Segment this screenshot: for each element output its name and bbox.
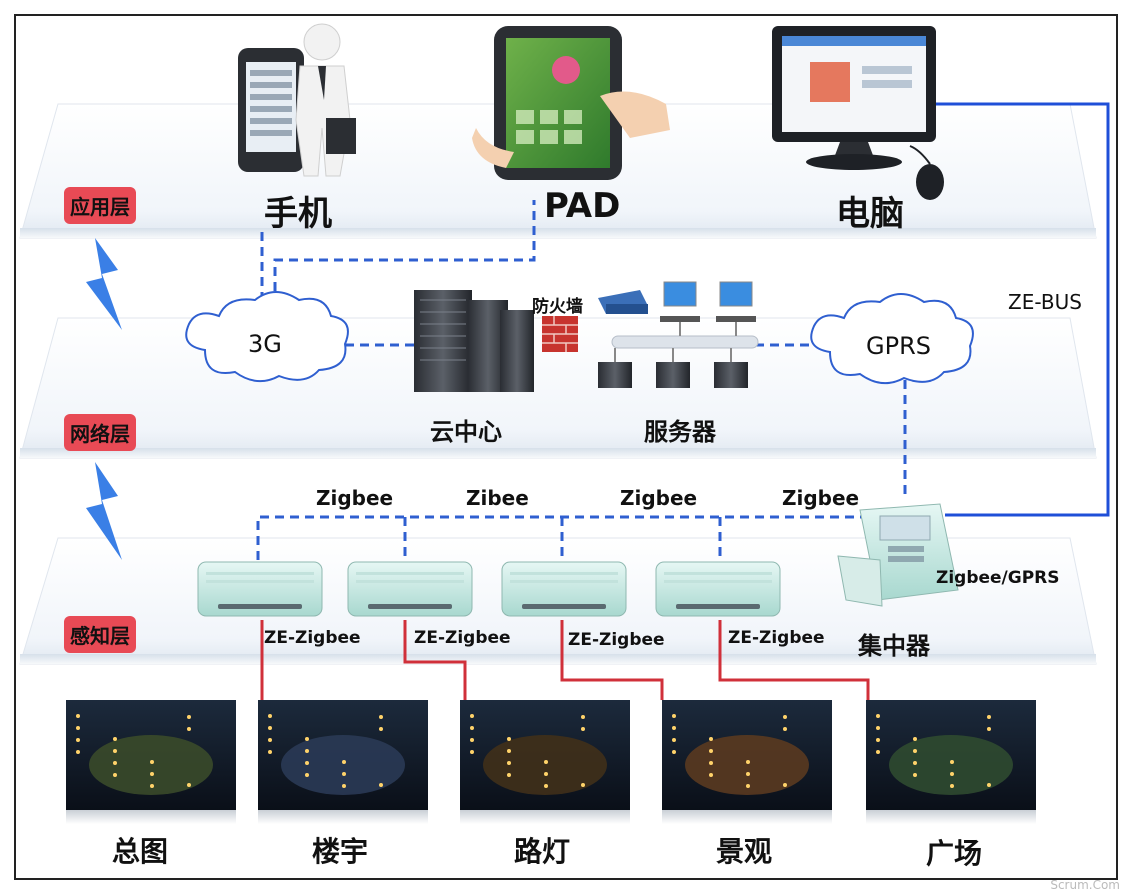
- watermark: Scrum.Com: [1050, 878, 1120, 892]
- concentrator-protocol-label: Zigbee/GPRS: [936, 568, 1060, 588]
- zigbee-link-label: Zigbee: [620, 486, 698, 510]
- diagram-frame: [14, 14, 1118, 880]
- node-label: ZE-Zigbee: [568, 630, 665, 650]
- scene-photo: [66, 700, 236, 824]
- phone-device: [238, 48, 304, 172]
- scene-label: 广场: [926, 837, 983, 870]
- scene-photo: [866, 700, 1036, 824]
- zigbee-node-device: [655, 561, 781, 617]
- cloud-3g-label: 3G: [248, 330, 282, 358]
- businessman-figure-icon: [295, 23, 356, 177]
- node-label: ZE-Zigbee: [264, 628, 361, 648]
- layer-badge-application: 应用层: [64, 187, 136, 224]
- scene-photo: [460, 700, 630, 824]
- concentrator-device: [837, 503, 959, 607]
- scene-photo: [258, 700, 428, 824]
- zigbee-node-devices: [197, 561, 781, 617]
- cloud-gprs-icon: [810, 293, 974, 385]
- phone-label: 手机: [264, 194, 332, 234]
- wireless-lightning-icon: [86, 238, 122, 330]
- node-label: ZE-Zigbee: [728, 628, 825, 648]
- computer-label: 电脑: [836, 194, 904, 234]
- ze-bus-label: ZE-BUS: [1008, 290, 1082, 314]
- cloud-center-server-racks: [414, 290, 534, 392]
- zigbee-link-label: Zigbee: [782, 486, 860, 510]
- wireless-lightning-icon: [86, 462, 122, 560]
- dashed-links: [256, 200, 907, 562]
- firewall-label: 防火墙: [532, 297, 583, 317]
- computer-device: [772, 26, 944, 200]
- ze-bus-line: [935, 102, 1110, 517]
- router-icon: [598, 290, 648, 314]
- pad-device: [472, 26, 670, 180]
- scene-label: 景观: [716, 835, 773, 868]
- layer-badge-perception: 感知层: [64, 616, 136, 653]
- server-group: [598, 281, 759, 388]
- scene-label: 路灯: [514, 835, 571, 868]
- servers-label: 服务器: [644, 418, 716, 446]
- zigbee-node-device: [347, 561, 473, 617]
- scene-photo: [662, 700, 832, 824]
- scene-label: 楼宇: [312, 835, 369, 868]
- layer-badge-network: 网络层: [64, 414, 136, 451]
- zigbee-node-device: [501, 561, 627, 617]
- zigbee-node-device: [197, 561, 323, 617]
- node-label: ZE-Zigbee: [414, 628, 511, 648]
- firewall-icon: [542, 316, 578, 352]
- zigbee-link-label: Zigbee: [316, 486, 394, 510]
- cloud-3g-icon: [185, 291, 349, 383]
- zigbee-link-label: Zibee: [466, 486, 529, 510]
- red-wires: [260, 620, 870, 700]
- scene-label: 总图: [112, 835, 169, 868]
- cloud-gprs-label: GPRS: [866, 332, 931, 360]
- scene-photos: [66, 700, 1036, 824]
- cloud-center-label: 云中心: [430, 418, 502, 446]
- concentrator-label: 集中器: [858, 632, 930, 660]
- pad-label: PAD: [544, 186, 621, 226]
